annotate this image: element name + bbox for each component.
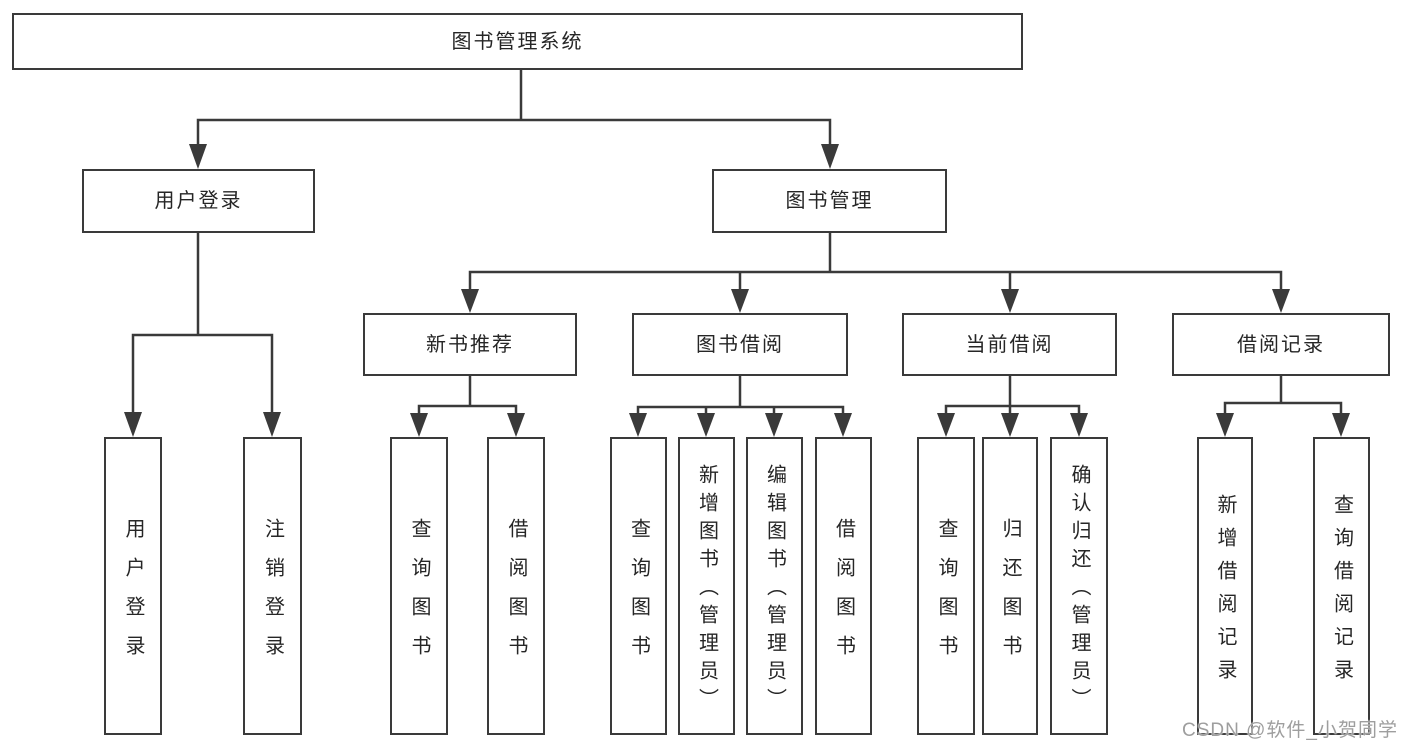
leaf-user-login: 用户登录 xyxy=(104,437,162,735)
leaf-current-return-books: 归还图书 xyxy=(982,437,1038,735)
node-new-book-recommend: 新书推荐 xyxy=(363,313,577,376)
leaf-borrow-borrow-books: 借阅图书 xyxy=(815,437,872,735)
node-user-login: 用户登录 xyxy=(82,169,315,233)
leaf-borrow-query-books: 查询图书 xyxy=(610,437,667,735)
leaf-borrow-add-books-admin: 新增图书（管理员） xyxy=(678,437,735,735)
leaf-records-query-record: 查询借阅记录 xyxy=(1313,437,1370,735)
leaf-records-add-record: 新增借阅记录 xyxy=(1197,437,1253,735)
leaf-current-query-books: 查询图书 xyxy=(917,437,975,735)
node-root-system: 图书管理系统 xyxy=(12,13,1023,70)
leaf-newbook-query-books: 查询图书 xyxy=(390,437,448,735)
leaf-current-confirm-return-admin: 确认归还（管理员） xyxy=(1050,437,1108,735)
leaf-newbook-borrow-books: 借阅图书 xyxy=(487,437,545,735)
csdn-watermark: CSDN @软件_小贺同学 xyxy=(1182,720,1398,741)
node-current-borrow: 当前借阅 xyxy=(902,313,1117,376)
leaf-borrow-edit-books-admin: 编辑图书（管理员） xyxy=(746,437,803,735)
node-book-borrow: 图书借阅 xyxy=(632,313,848,376)
node-borrow-records: 借阅记录 xyxy=(1172,313,1390,376)
node-book-management: 图书管理 xyxy=(712,169,947,233)
leaf-logout-login: 注销登录 xyxy=(243,437,302,735)
